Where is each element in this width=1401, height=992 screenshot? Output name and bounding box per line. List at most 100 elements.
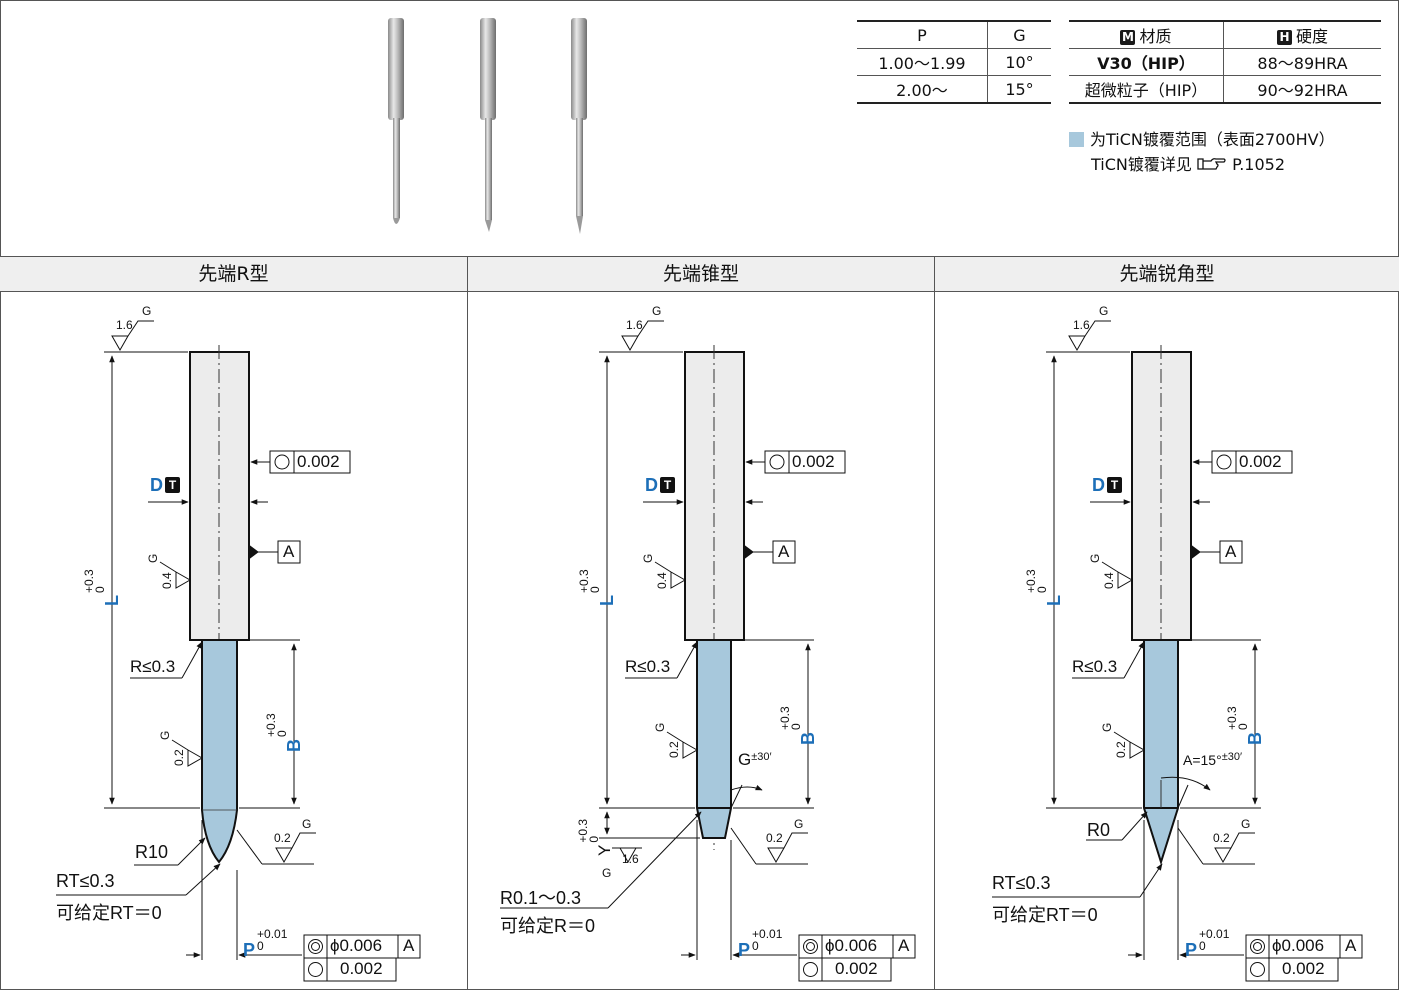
tip-note-radius: R0.1～0.3 bbox=[500, 888, 582, 908]
concentricity-value: 0.002 bbox=[792, 452, 835, 471]
tip-note-zero: 可给定RT＝0 bbox=[56, 903, 162, 923]
circularity-value: 0.002 bbox=[835, 959, 878, 978]
roughness-tip-grade: G bbox=[794, 817, 804, 831]
product-photo bbox=[388, 18, 587, 234]
roughness-shank-grade: G bbox=[146, 553, 160, 563]
roughness-pin-value: 0.2 bbox=[667, 741, 681, 758]
roughness-top-grade: G bbox=[1099, 304, 1109, 318]
roughness-top-value: 1.6 bbox=[116, 318, 133, 332]
tip-radius-label: R0 bbox=[1087, 820, 1111, 840]
cell-p-row2: 2.00～ bbox=[857, 75, 988, 104]
t-key-icon: T bbox=[1107, 477, 1122, 493]
fillet-radius-label: R≤0.3 bbox=[625, 657, 671, 676]
cell-g-row2: 15° bbox=[987, 75, 1051, 104]
roughness-shank-grade: G bbox=[1088, 553, 1102, 563]
runout-value: ϕ0.006 bbox=[330, 936, 383, 955]
datum-label: A bbox=[778, 542, 790, 561]
fillet-radius-label: R≤0.3 bbox=[1072, 657, 1118, 676]
roughness-tip-grade: G bbox=[302, 817, 312, 831]
roughness-pin-value: 0.2 bbox=[1114, 741, 1128, 758]
roughness-top-value: 1.6 bbox=[626, 318, 643, 332]
section-header-bar bbox=[0, 256, 1399, 292]
roughness-top-value: 1.6 bbox=[1073, 318, 1090, 332]
angle-label: A=15°±30′ bbox=[1183, 751, 1243, 768]
coating-note: 为TiCN镀覆范围（表面2700HV） bbox=[1069, 126, 1335, 150]
drawing-sharp-type bbox=[992, 320, 1363, 982]
header-g: G bbox=[987, 20, 1051, 49]
cell-material-row2: 超微粒子（HIP） bbox=[1069, 75, 1224, 104]
circularity-value: 0.002 bbox=[1282, 959, 1325, 978]
runout-datum: A bbox=[403, 936, 415, 955]
cell-g-row1: 10° bbox=[987, 48, 1051, 76]
hardness-key-icon: H bbox=[1276, 30, 1292, 45]
drawing-r-type bbox=[56, 320, 421, 982]
roughness-top-grade: G bbox=[142, 304, 152, 318]
pointing-hand-icon bbox=[1197, 158, 1226, 170]
runout-datum: A bbox=[1345, 936, 1357, 955]
tip-note-rt: RT≤0.3 bbox=[992, 873, 1051, 893]
datum-label: A bbox=[1225, 542, 1237, 561]
tip-note-zero: 可给定RT＝0 bbox=[992, 905, 1098, 925]
circularity-value: 0.002 bbox=[340, 959, 383, 978]
coating-swatch bbox=[1069, 132, 1084, 147]
cell-hardness-row1: 88～89HRA bbox=[1223, 48, 1381, 76]
page-ref-link[interactable]: P.1052 bbox=[1232, 155, 1286, 174]
cell-hardness-row2: 90～92HRA bbox=[1223, 75, 1381, 104]
tip-note-zero: 可给定R＝0 bbox=[500, 916, 596, 936]
runout-value: ϕ0.006 bbox=[1272, 936, 1325, 955]
pin-photo-sharp bbox=[571, 18, 587, 234]
tip-radius-label: R10 bbox=[135, 842, 169, 862]
roughness-y-value: 1.6 bbox=[622, 852, 639, 866]
t-key-icon: T bbox=[165, 477, 180, 493]
pin-photo-r bbox=[388, 18, 404, 224]
coated-pin bbox=[1143, 639, 1179, 866]
section-divider-2 bbox=[934, 256, 935, 990]
runout-value: ϕ0.006 bbox=[825, 936, 878, 955]
roughness-tip-value: 0.2 bbox=[274, 831, 291, 845]
t-key-icon: T bbox=[660, 477, 675, 493]
concentricity-value: 0.002 bbox=[1239, 452, 1282, 471]
cell-p-row1: 1.00～1.99 bbox=[857, 48, 988, 76]
roughness-pin-grade: G bbox=[158, 730, 172, 740]
roughness-top-grade: G bbox=[652, 304, 662, 318]
p-g-table: P G 1.00～1.99 10° 2.00～ 15° bbox=[857, 20, 1051, 104]
section-divider-1 bbox=[467, 256, 468, 990]
runout-datum: A bbox=[898, 936, 910, 955]
roughness-shank-value: 0.4 bbox=[1102, 572, 1116, 589]
cell-material-row1: V30（HIP） bbox=[1069, 48, 1224, 76]
roughness-shank-grade: G bbox=[641, 553, 655, 563]
concentricity-value: 0.002 bbox=[297, 452, 340, 471]
drawing-taper-type bbox=[500, 320, 916, 982]
roughness-tip-value: 0.2 bbox=[766, 831, 783, 845]
roughness-tip-value: 0.2 bbox=[1213, 831, 1230, 845]
angle-label: G±30′ bbox=[738, 750, 772, 769]
roughness-tip-grade: G bbox=[1241, 817, 1251, 831]
roughness-pin-value: 0.2 bbox=[172, 749, 186, 766]
tip-note-rt: RT≤0.3 bbox=[56, 871, 115, 891]
roughness-pin-grade: G bbox=[653, 722, 667, 732]
material-key-icon: M bbox=[1120, 30, 1136, 45]
pin-photo-taper bbox=[480, 18, 496, 232]
roughness-y-grade: G bbox=[602, 866, 612, 880]
roughness-pin-grade: G bbox=[1100, 722, 1114, 732]
coated-pin bbox=[201, 639, 238, 864]
roughness-shank-value: 0.4 bbox=[160, 572, 174, 589]
fillet-radius-label: R≤0.3 bbox=[130, 657, 176, 676]
